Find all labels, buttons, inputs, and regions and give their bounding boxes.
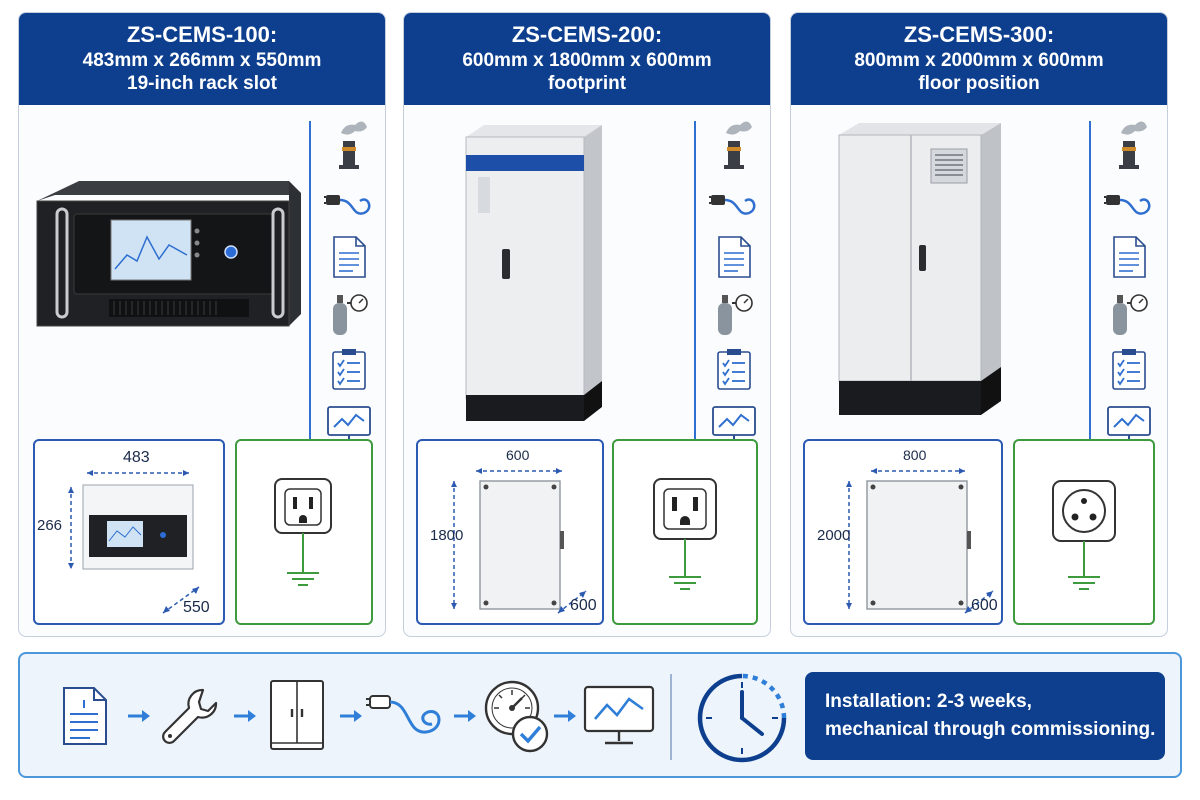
model-name: ZS-CEMS-300: (903, 22, 1055, 48)
us-outlet-ground-icon (274, 478, 332, 586)
model-name: ZS-CEMS-200: (511, 22, 663, 48)
power-cable-icon (1099, 173, 1159, 229)
workflow-divider (670, 674, 672, 760)
height-label: 1800 (430, 527, 464, 544)
width-label: 800 (903, 447, 927, 463)
workflow-steps (50, 676, 655, 756)
dimension-diagram: 600 1800 600 (416, 439, 604, 625)
monitor-trend-icon (1099, 397, 1159, 453)
panel-header: ZS-CEMS-200: 600mm x 1800mm x 600mm foot… (404, 13, 770, 105)
panel-cems-100: ZS-CEMS-100: 483mm x 266mm x 550mm 19-in… (18, 12, 386, 637)
width-label: 483 (123, 449, 150, 466)
power-outlet-diagram (612, 439, 758, 625)
dimension-diagram: 483 266 550 (33, 439, 225, 625)
panel-cems-200: ZS-CEMS-200: 600mm x 1800mm x 600mm foot… (403, 12, 771, 637)
depth-label: 600 (971, 597, 998, 614)
gas-cylinder-gauge-icon (319, 285, 379, 341)
monitor-trend-icon (580, 676, 658, 756)
schuko-outlet-ground-icon (1052, 480, 1116, 590)
height-label: 2000 (817, 527, 851, 544)
gas-cylinder-gauge-icon (704, 285, 764, 341)
cabinet-analyzer-image (465, 125, 602, 421)
arrow-right-icon (454, 710, 476, 722)
panel-header: ZS-CEMS-100: 483mm x 266mm x 550mm 19-in… (19, 13, 385, 105)
clock-icon (697, 673, 787, 763)
installation-note: Installation: 2-3 weeks, mechanical thro… (805, 672, 1165, 760)
installation-workflow: Installation: 2-3 weeks, mechanical thro… (18, 652, 1182, 778)
model-name: ZS-CEMS-100: (126, 22, 278, 48)
power-outlet-diagram (1013, 439, 1155, 625)
model-dimensions: 600mm x 1800mm x 600mm (462, 50, 712, 72)
dimension-diagram: 800 2000 600 (803, 439, 1003, 625)
document-icon (1099, 229, 1159, 285)
depth-label: 600 (570, 597, 597, 614)
cable-icon (366, 676, 450, 756)
gauge-check-icon (478, 676, 554, 756)
power-cable-icon (319, 173, 379, 229)
model-placement: floor position (918, 73, 1040, 95)
checklist-icon (704, 341, 764, 397)
smokestack-icon (704, 117, 764, 173)
model-dimensions: 483mm x 266mm x 550mm (82, 50, 322, 72)
width-label: 600 (506, 447, 530, 463)
arrow-right-icon (554, 710, 576, 722)
model-placement: footprint (547, 73, 627, 95)
model-dimensions: 800mm x 2000mm x 600mm (854, 50, 1104, 72)
double-door-cabinet-image (838, 123, 1001, 415)
requirement-icons (704, 117, 764, 453)
document-icon (704, 229, 764, 285)
height-label: 266 (37, 517, 63, 534)
monitor-trend-icon (319, 397, 379, 453)
model-placement: 19-inch rack slot (127, 73, 277, 95)
requirement-icons (319, 117, 379, 453)
icon-column-divider (694, 121, 696, 451)
checklist-icon (1099, 341, 1159, 397)
smokestack-icon (1099, 117, 1159, 173)
document-icon (50, 676, 120, 756)
gas-cylinder-gauge-icon (1099, 285, 1159, 341)
us-outlet-ground-icon (653, 478, 717, 590)
power-outlet-diagram (235, 439, 373, 625)
smokestack-icon (319, 117, 379, 173)
arrow-right-icon (128, 710, 150, 722)
icon-column-divider (1089, 121, 1091, 451)
panel-cems-300: ZS-CEMS-300: 800mm x 2000mm x 600mm floo… (790, 12, 1168, 637)
cabinet-icon (262, 676, 332, 756)
document-icon (319, 229, 379, 285)
panel-header: ZS-CEMS-300: 800mm x 2000mm x 600mm floo… (791, 13, 1167, 105)
arrow-right-icon (340, 710, 362, 722)
power-cable-icon (704, 173, 764, 229)
icon-column-divider (309, 121, 311, 451)
note-line-1: Installation: 2-3 weeks, (825, 691, 1032, 713)
requirement-icons (1099, 117, 1159, 453)
note-line-2: mechanical through commissioning. (825, 719, 1156, 740)
arrow-right-icon (234, 710, 256, 722)
rack-analyzer-image (36, 181, 301, 327)
wrench-icon (156, 676, 226, 756)
depth-label: 550 (183, 599, 210, 616)
checklist-icon (319, 341, 379, 397)
